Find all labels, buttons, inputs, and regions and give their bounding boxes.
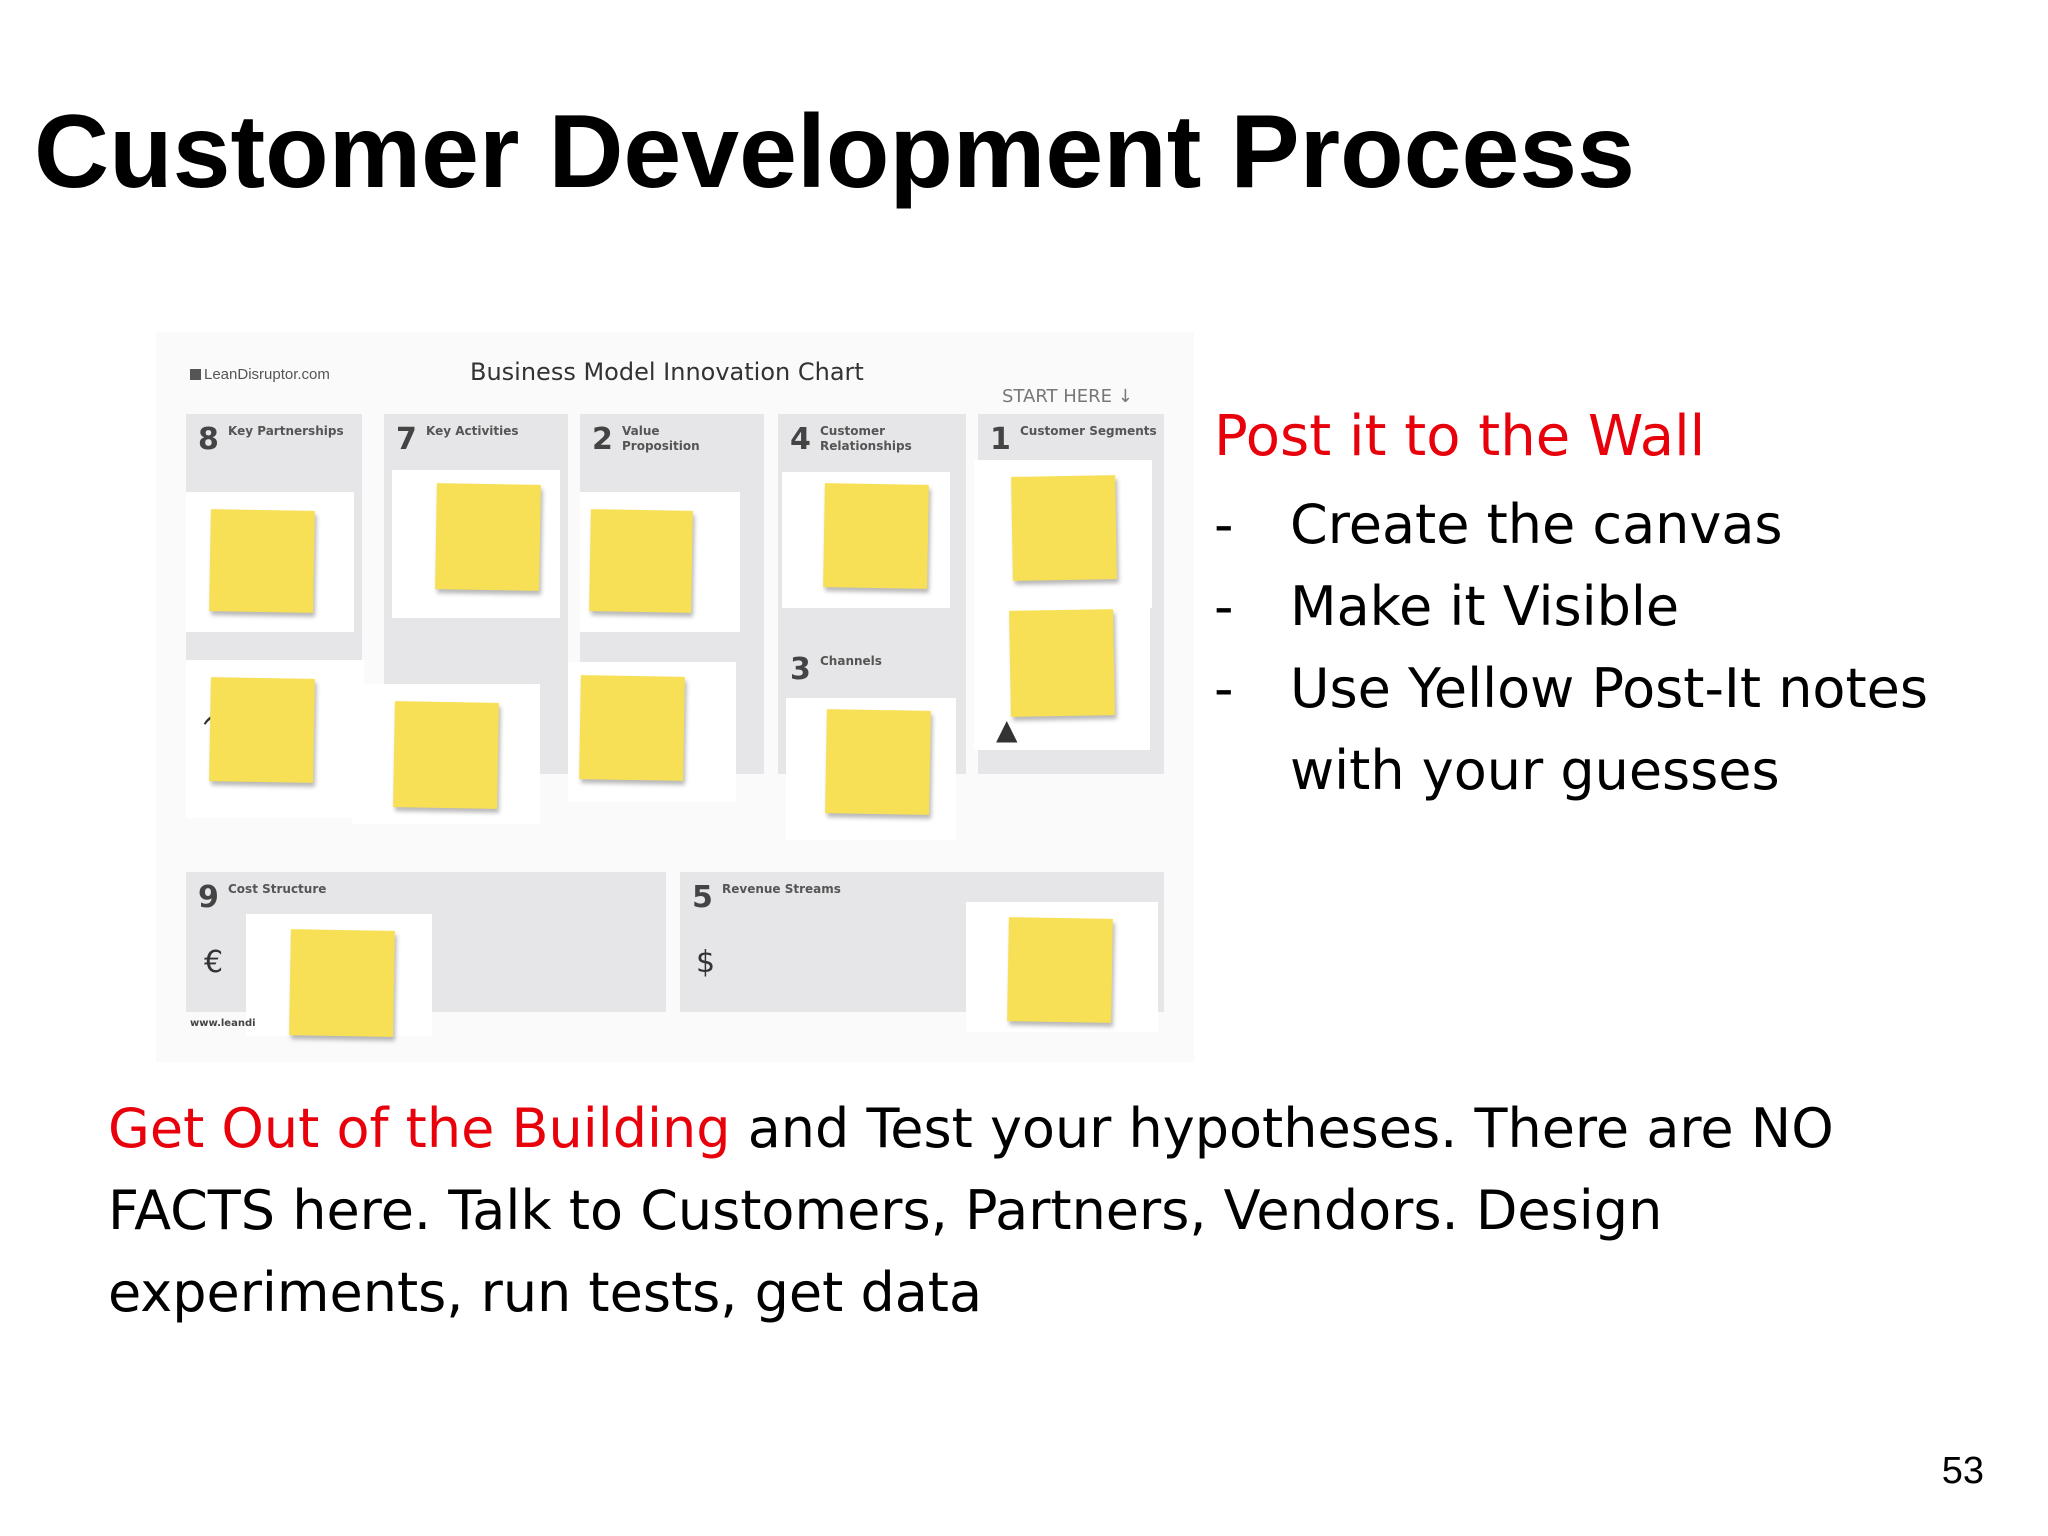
sticky-note: [589, 509, 693, 613]
sticky-note: [393, 701, 499, 809]
canvas-brand: LeanDisruptor.com: [190, 366, 330, 383]
block-label: Customer Segments: [1020, 424, 1157, 438]
bottom-highlight: Get Out of the Building: [108, 1097, 731, 1160]
wall-bullet: -Use Yellow Post-It notes with your gues…: [1214, 648, 2010, 812]
block-number: 3: [790, 652, 811, 687]
block-number: 9: [198, 880, 219, 915]
block-label: Key Activities: [426, 424, 519, 438]
block-number: 4: [790, 422, 811, 457]
bottom-paragraph: Get Out of the Building and Test your hy…: [108, 1088, 1928, 1334]
block-number: 5: [692, 880, 713, 915]
block-label: Customer Relationships: [820, 424, 912, 453]
sticky-note: [1009, 609, 1115, 717]
sticky-note: [1011, 475, 1117, 581]
euro-document-icon: €: [204, 945, 224, 980]
brand-logo-icon: [190, 369, 201, 380]
bullet-dash: -: [1214, 493, 1234, 556]
slide-title: Customer Development Process: [34, 94, 1635, 210]
sticky-note: [435, 483, 541, 591]
block-label: Cost Structure: [228, 882, 327, 896]
block-label: Value Proposition: [622, 424, 700, 453]
sticky-note: [823, 483, 929, 589]
block-label: Revenue Streams: [722, 882, 841, 896]
business-model-canvas-image: LeanDisruptor.com Business Model Innovat…: [156, 332, 1194, 1062]
sticky-note: [1007, 917, 1113, 1023]
bullet-text: Create the canvas: [1290, 493, 1783, 556]
canvas-start-here: START HERE ↓: [1002, 386, 1133, 407]
wall-bullet-list: -Create the canvas -Make it Visible -Use…: [1214, 484, 2010, 812]
canvas-footer: www.leandi: [190, 1018, 256, 1029]
block-number: 8: [198, 422, 219, 457]
bullet-dash: -: [1214, 657, 1234, 720]
block-label: Channels: [820, 654, 882, 668]
page-number: 53: [1941, 1450, 1984, 1492]
block-number: 1: [990, 422, 1011, 457]
bullet-text: Make it Visible: [1290, 575, 1680, 638]
canvas-title: Business Model Innovation Chart: [470, 358, 864, 386]
sticky-note: [209, 677, 315, 783]
bullet-dash: -: [1214, 575, 1234, 638]
money-bag-icon: $: [696, 945, 716, 980]
wall-bullet: -Create the canvas: [1214, 484, 2010, 566]
sticky-note: [579, 675, 685, 781]
bullet-text: Use Yellow Post-It notes with your guess…: [1290, 657, 1928, 802]
bottom-rest: and Test your hypotheses. There are NO F…: [108, 1097, 1834, 1324]
sticky-note: [289, 929, 395, 1037]
wall-bullet: -Make it Visible: [1214, 566, 2010, 648]
block-number: 2: [592, 422, 613, 457]
canvas-brand-text: LeanDisruptor.com: [204, 366, 330, 383]
block-number: 7: [396, 422, 417, 457]
block-label: Key Partnerships: [228, 424, 344, 438]
wall-heading: Post it to the Wall: [1214, 404, 1706, 469]
sticky-note: [209, 509, 315, 613]
audience-icon: ▲: [996, 713, 1018, 746]
sticky-note: [825, 709, 931, 815]
